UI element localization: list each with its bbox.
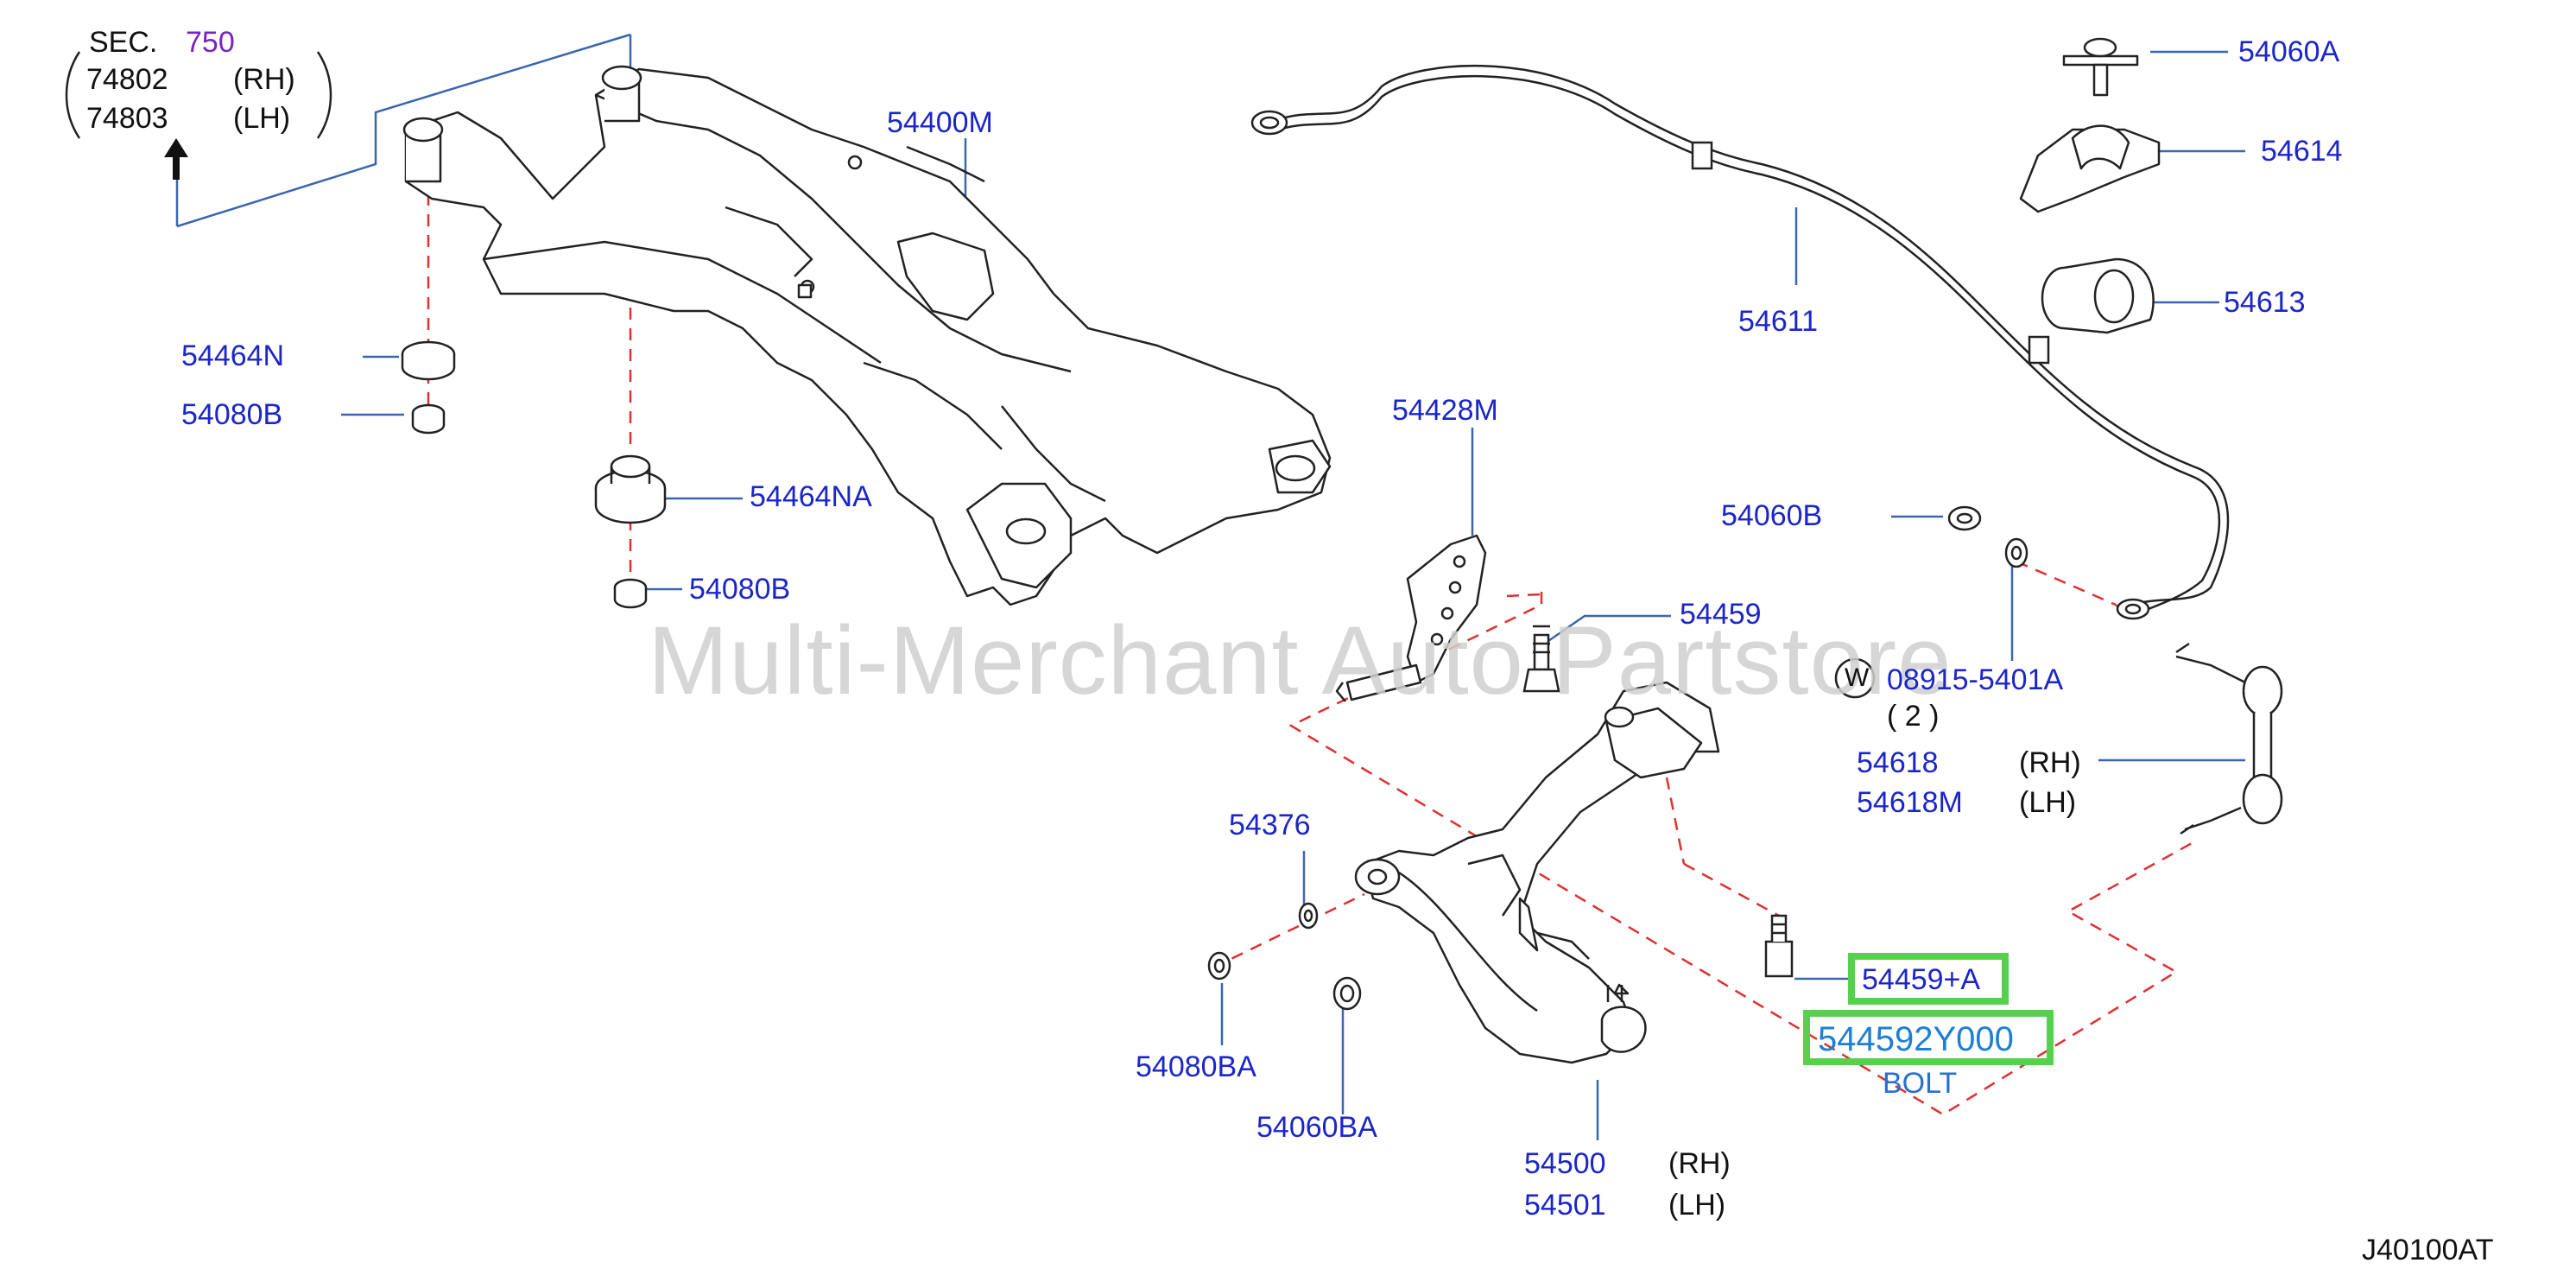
part-label-54500[interactable]: 54500 (1524, 1147, 1606, 1180)
part-label-54618M[interactable]: 54618M (1857, 786, 1963, 819)
diagram-code: J40100AT (2362, 1234, 2494, 1266)
part-side-54501: (LH) (1668, 1189, 1726, 1222)
part-qty-08915: ( 2 ) (1887, 700, 1940, 733)
tension-rod (1335, 534, 1487, 702)
part-label-54501[interactable]: 54501 (1524, 1189, 1606, 1222)
part-label-54080BA[interactable]: 54080BA (1136, 1050, 1256, 1083)
stabilizer-mounts (1947, 37, 2161, 568)
section-number-link[interactable]: 750 (186, 26, 235, 59)
watermark: Multi-Merchant Auto Partstore (648, 606, 1953, 714)
section-label: SEC. (89, 26, 158, 59)
part-label-54613[interactable]: 54613 (2224, 286, 2306, 319)
part-label-54060B[interactable]: 54060B (1721, 499, 1823, 532)
part-label-08915-5401A[interactable]: 08915-5401A (1887, 663, 2064, 696)
stabilizer-link (2175, 642, 2283, 835)
part-label-54428M[interactable]: 54428M (1392, 394, 1498, 427)
part-number-544592Y000[interactable]: 544592Y000 (1818, 1020, 2014, 1058)
part-label-54464N[interactable]: 54464N (181, 340, 285, 372)
section-bracket (65, 51, 332, 139)
part-label-54614[interactable]: 54614 (2261, 135, 2343, 168)
part-side-54500: (RH) (1668, 1147, 1731, 1180)
bolt-54459 (1522, 625, 1560, 693)
part-label-54611[interactable]: 54611 (1738, 305, 1819, 338)
part-label-54080B-a[interactable]: 54080B (181, 398, 283, 431)
section-arrow-icon (164, 138, 188, 180)
highlight-box-544592Y000 (1803, 1010, 2054, 1065)
subframe-fasteners (401, 340, 667, 609)
control-arm-fasteners (1207, 902, 1794, 1011)
section-side-lh: (LH) (233, 102, 291, 135)
part-description-bolt: BOLT (1883, 1067, 1958, 1100)
section-part-rh: 74802 (86, 63, 168, 96)
part-label-54459A[interactable]: 54459+A (1862, 963, 1981, 996)
subframe-part (402, 65, 1332, 606)
section-part-lh: 74803 (86, 102, 168, 135)
part-label-54376[interactable]: 54376 (1229, 809, 1311, 841)
part-label-54060BA[interactable]: 54060BA (1256, 1111, 1377, 1144)
lower-control-arm (1354, 681, 1720, 1064)
part-side-54618: (RH) (2019, 746, 2081, 779)
part-label-54464NA[interactable]: 54464NA (750, 480, 872, 513)
leader-lines (175, 33, 2245, 1140)
part-label-54459[interactable]: 54459 (1680, 598, 1762, 631)
part-side-54618M: (LH) (2019, 786, 2077, 819)
part-label-54080B-b[interactable]: 54080B (689, 573, 791, 606)
part-label-54060A[interactable]: 54060A (2238, 35, 2340, 68)
washer-symbol: W (1845, 663, 1870, 692)
highlight-box-54459A (1848, 953, 2009, 1005)
part-label-54400M[interactable]: 54400M (887, 106, 993, 139)
stabilizer-bar (1250, 64, 2230, 620)
washer-symbol-circle (1834, 657, 1876, 699)
section-side-rh: (RH) (233, 63, 295, 96)
part-label-54618[interactable]: 54618 (1857, 746, 1939, 779)
